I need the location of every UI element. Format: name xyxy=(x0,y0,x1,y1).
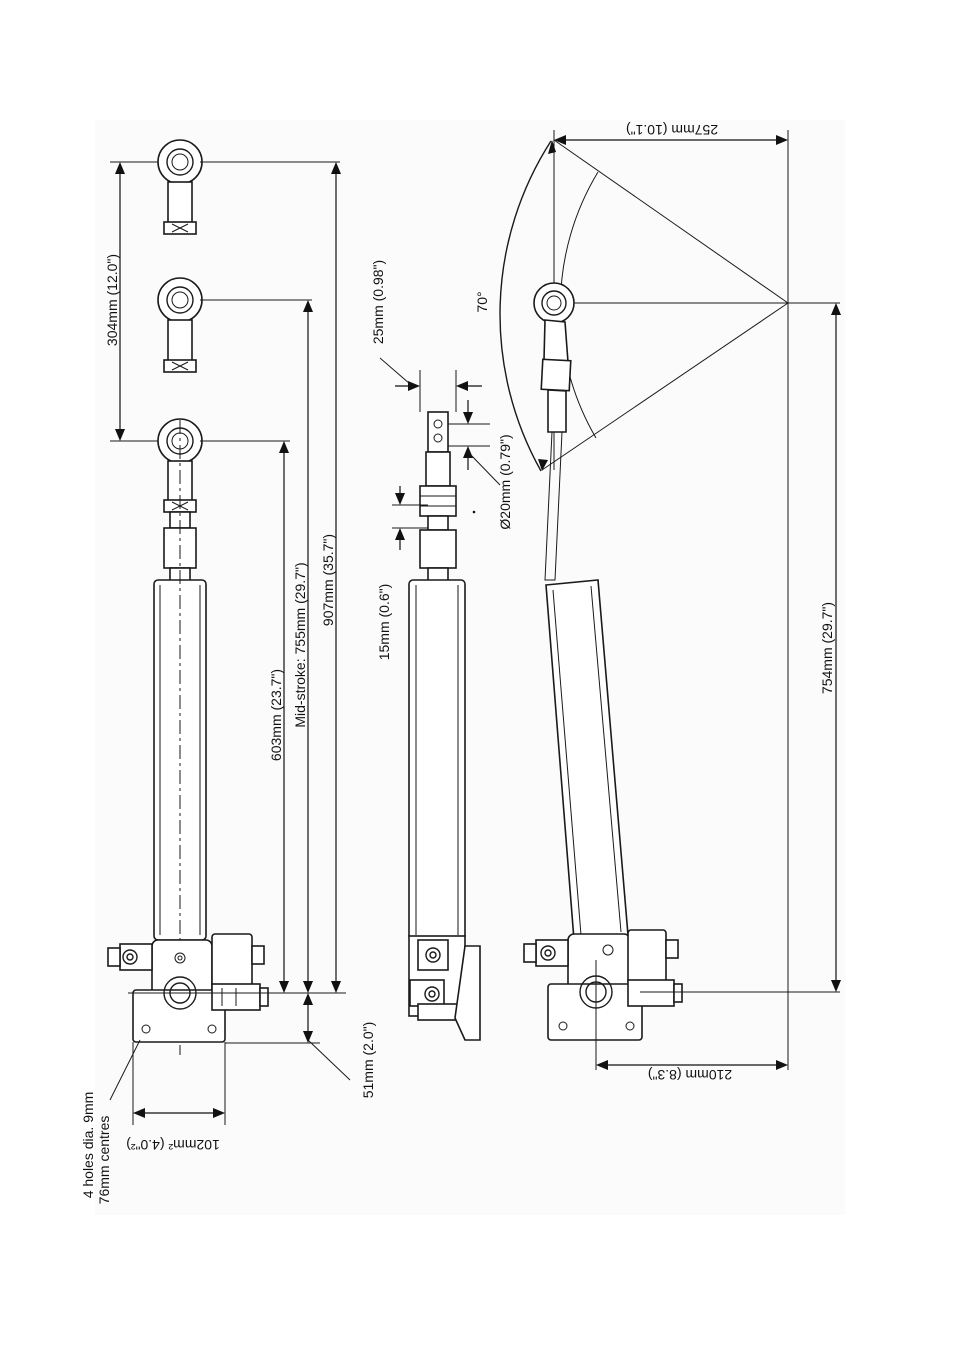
label-51: 51mm (2.0") xyxy=(360,1022,376,1099)
label-257: 257mm (10.1") xyxy=(626,122,718,138)
label-907: 907mm (35.7") xyxy=(320,534,336,626)
label-304: 304mm (12.0") xyxy=(104,254,120,346)
swing-view-actuator xyxy=(499,130,841,1070)
rod-eye-extended xyxy=(157,139,203,235)
label-mid-stroke: Mid-stroke: 755mm (29.7") xyxy=(292,562,308,727)
label-754: 754mm (29.7") xyxy=(819,602,835,694)
label-70: 70° xyxy=(474,291,490,312)
label-102: 102mm² (4.0"²) xyxy=(126,1137,220,1153)
side-view-actuator xyxy=(379,357,501,1041)
front-view-actuator xyxy=(107,139,351,1125)
base-mount xyxy=(107,933,269,1043)
label-603: 603mm (23.7") xyxy=(268,669,284,761)
rod-eye-mid xyxy=(157,277,203,373)
label-210: 210mm (8.3") xyxy=(648,1067,732,1083)
drawing-area xyxy=(95,120,845,1215)
label-bore: Ø20mm (0.79") xyxy=(497,434,513,529)
label-15: 15mm (0.6") xyxy=(376,584,392,661)
label-25: 25mm (0.98") xyxy=(370,260,386,344)
label-holes-line2: 76mm centres xyxy=(96,1116,112,1205)
label-holes-line1: 4 holes dia. 9mm xyxy=(80,1092,96,1199)
